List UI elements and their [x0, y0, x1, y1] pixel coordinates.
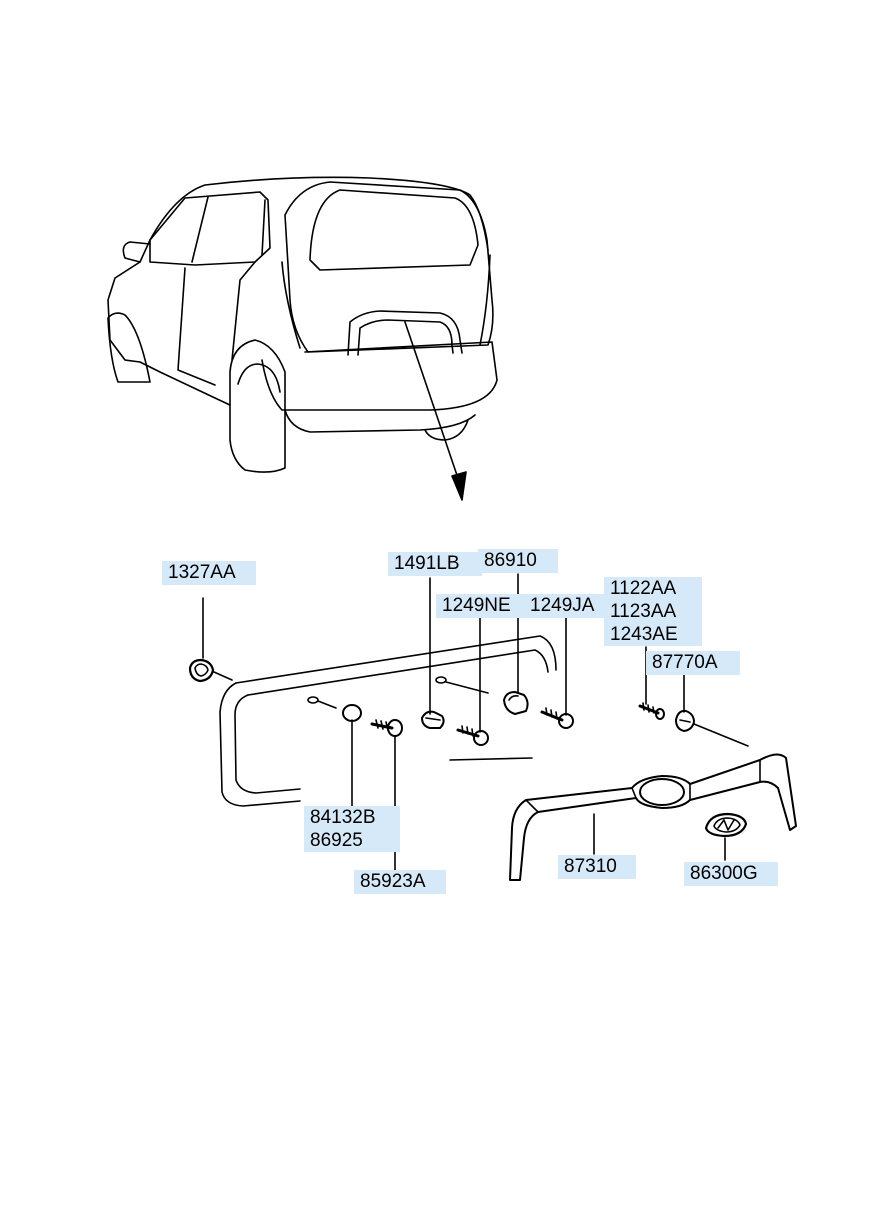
callout-1491LB[interactable]: 1491LB	[388, 552, 482, 576]
fastener-parts	[188, 658, 749, 747]
callout-1249NE[interactable]: 1249NE	[436, 594, 530, 618]
screw-1122AA	[638, 702, 665, 720]
callout-86300G[interactable]: 86300G	[684, 862, 778, 886]
nut-1327AA	[188, 658, 233, 683]
back-garnish-87310	[509, 753, 797, 881]
clip-87770A	[675, 709, 749, 747]
screw-1249JA	[540, 707, 574, 729]
callout-85923A[interactable]: 85923A	[354, 870, 446, 894]
screw-1249NE	[456, 725, 489, 746]
callout-1327AA[interactable]: 1327AA	[162, 561, 256, 585]
pointer-arrow	[404, 321, 467, 501]
screw-85923A	[370, 719, 403, 737]
back-panel-outline	[219, 635, 557, 807]
callout-87770A[interactable]: 87770A	[646, 651, 740, 675]
callout-86925[interactable]: 86925	[304, 829, 400, 852]
callout-1122AA[interactable]: 1122AA	[604, 577, 702, 600]
callout-87310[interactable]: 87310	[558, 855, 636, 879]
callout-1123AA[interactable]: 1123AA	[604, 600, 702, 623]
callout-86910[interactable]: 86910	[478, 549, 558, 573]
callout-1249JA[interactable]: 1249JA	[524, 594, 618, 618]
grommet-86910	[503, 691, 529, 715]
callout-1243AE[interactable]: 1243AE	[604, 623, 702, 646]
clip-1491LB	[421, 710, 445, 729]
emblem-86300G	[704, 812, 748, 838]
vehicle-illustration	[107, 176, 498, 473]
callout-84132B[interactable]: 84132B	[304, 806, 400, 829]
